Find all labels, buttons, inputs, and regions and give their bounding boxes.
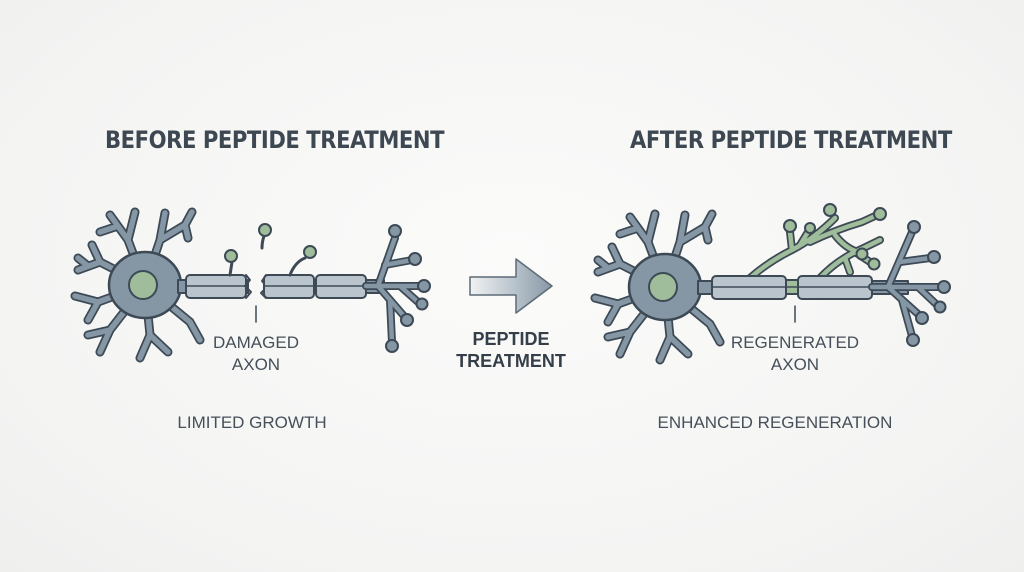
after-regenerated-sprouts xyxy=(746,203,887,282)
before-nucleus xyxy=(128,270,158,300)
before-title: BEFORE PEPTIDE TREATMENT xyxy=(105,126,445,154)
after-axon-label-line1: REGENERATED xyxy=(730,333,860,352)
after-title: AFTER PEPTIDE TREATMENT xyxy=(630,126,952,154)
treatment-label: PEPTIDE TREATMENT xyxy=(446,328,576,372)
before-axon-terminal xyxy=(362,224,431,353)
after-caption: ENHANCED REGENERATION xyxy=(657,413,893,432)
before-break-left xyxy=(244,274,252,299)
treatment-label-line2: TREATMENT xyxy=(456,351,566,371)
after-axon-label: REGENERATED AXON xyxy=(715,332,875,376)
treatment-label-line1: PEPTIDE xyxy=(472,329,550,349)
treatment-arrow xyxy=(469,258,553,314)
after-neuron xyxy=(590,203,951,365)
after-nucleus xyxy=(648,272,678,302)
before-neuron xyxy=(70,207,431,363)
before-sprout-stubs xyxy=(224,223,317,277)
after-axon-label-line2: AXON xyxy=(770,355,820,374)
before-axon-label: DAMAGED AXON xyxy=(196,332,316,376)
before-axon-label-line1: DAMAGED xyxy=(213,333,299,352)
after-axon-terminal xyxy=(868,220,951,347)
before-dendrites xyxy=(70,207,205,363)
before-axon-label-line2: AXON xyxy=(231,355,281,374)
before-caption: LIMITED GROWTH xyxy=(177,413,327,432)
after-dendrites xyxy=(590,209,725,365)
